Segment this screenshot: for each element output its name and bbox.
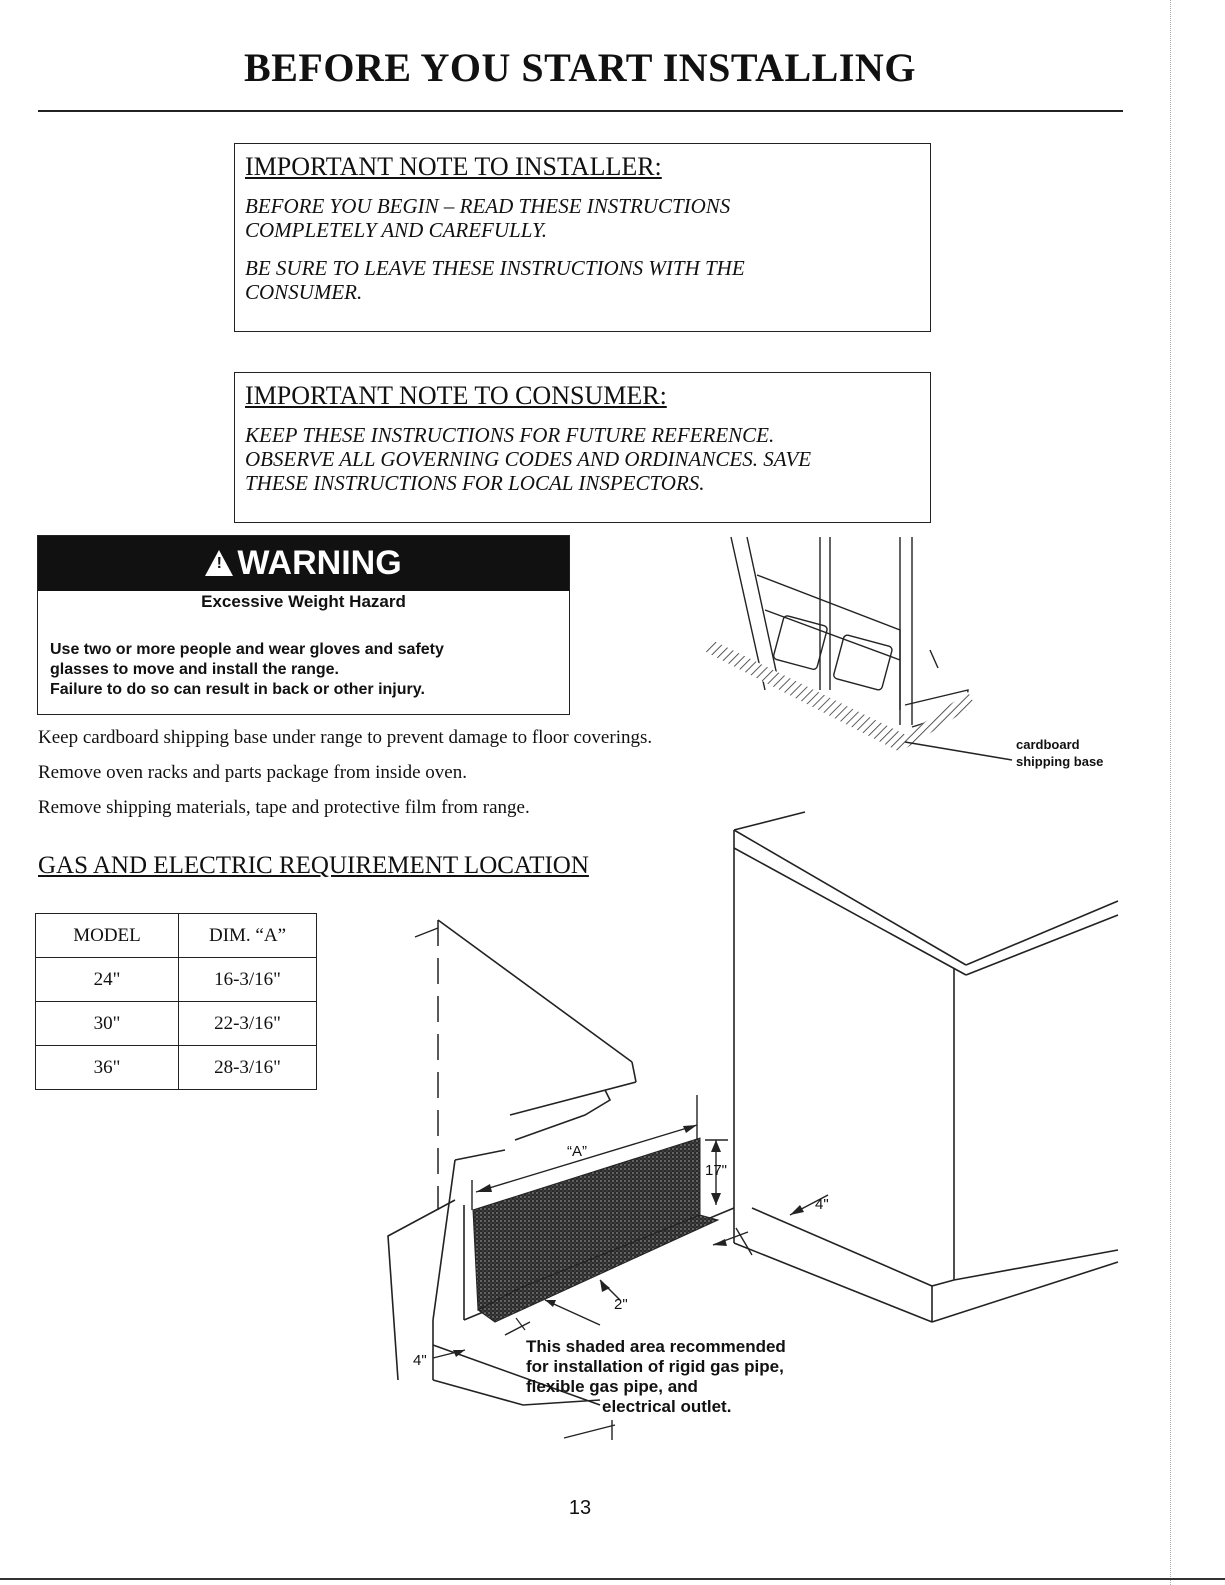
cardboard-base-hatching — [706, 640, 975, 752]
dimension-table: MODEL DIM. “A” 24" 16-3/16" 30" 22-3/16"… — [35, 913, 317, 1090]
installer-note-line: BE SURE TO LEAVE THESE INSTRUCTIONS WITH… — [245, 256, 745, 280]
consumer-note-line: OBSERVE ALL GOVERNING CODES AND ORDINANC… — [245, 447, 812, 471]
warning-label: WARNING — [237, 544, 402, 582]
shaded-caption-line: electrical outlet. — [602, 1397, 732, 1416]
warning-banner: !WARNING — [38, 536, 569, 591]
table-row: 30" 22-3/16" — [35, 1001, 317, 1046]
installer-note-line: COMPLETELY AND CAREFULLY. — [245, 218, 547, 242]
shaded-caption-line: for installation of rigid gas pipe, — [526, 1357, 784, 1376]
range-shipping-base-sketch — [730, 536, 969, 728]
table-cell: 16-3/16" — [178, 957, 317, 1002]
cardboard-caption: cardboard shipping base — [1016, 736, 1103, 770]
consumer-note-line: KEEP THESE INSTRUCTIONS FOR FUTURE REFER… — [245, 423, 775, 447]
consumer-note-heading: IMPORTANT NOTE TO CONSUMER: — [245, 381, 667, 410]
table-header-row: MODEL DIM. “A” — [35, 913, 317, 958]
warning-triangle-icon: ! — [205, 550, 234, 576]
dimension-4-left-label: 4" — [413, 1352, 427, 1369]
cardboard-leader-line — [904, 741, 1013, 761]
warning-subtitle: Excessive Weight Hazard — [201, 592, 406, 611]
installer-note-paragraph-2: BE SURE TO LEAVE THESE INSTRUCTIONS WITH… — [245, 256, 920, 304]
dimension-17-label: 17" — [705, 1162, 728, 1179]
consumer-note-box: IMPORTANT NOTE TO CONSUMER: KEEP THESE I… — [234, 372, 931, 523]
instruction-line: Keep cardboard shipping base under range… — [38, 727, 653, 748]
installer-note-paragraph-1: BEFORE YOU BEGIN – READ THESE INSTRUCTIO… — [245, 194, 920, 242]
installer-note-line: CONSUMER. — [245, 280, 363, 304]
page-title: BEFORE YOU START INSTALLING — [244, 45, 916, 90]
table-header-cell: DIM. “A” — [178, 913, 317, 958]
warning-line: Failure to do so can result in back or o… — [50, 681, 425, 698]
shaded-caption-line: This shaded area recommended — [526, 1337, 786, 1356]
page-edge-right — [1170, 0, 1171, 1585]
page-number: 13 — [568, 1497, 592, 1519]
warning-line: glasses to move and install the range. — [50, 661, 339, 678]
table-cell: 24" — [35, 957, 179, 1002]
installer-note-line: BEFORE YOU BEGIN – READ THESE INSTRUCTIO… — [245, 194, 731, 218]
shaded-installation-area — [472, 1137, 701, 1311]
warning-box: !WARNING Excessive Weight Hazard Use two… — [37, 535, 570, 715]
section-heading: GAS AND ELECTRIC REQUIREMENT LOCATION — [38, 852, 589, 879]
shaded-area-caption: This shaded area recommended for install… — [526, 1337, 786, 1417]
installer-note-heading: IMPORTANT NOTE TO INSTALLER: — [245, 152, 662, 181]
title-rule — [38, 110, 1123, 112]
instruction-line: Remove shipping materials, tape and prot… — [38, 797, 530, 818]
table-cell: 22-3/16" — [178, 1001, 317, 1046]
dimension-2-label: 2" — [614, 1296, 628, 1313]
shaded-caption-line: flexible gas pipe, and — [526, 1377, 698, 1396]
table-row: 36" 28-3/16" — [35, 1045, 317, 1090]
warning-text: Use two or more people and wear gloves a… — [50, 640, 565, 700]
cardboard-caption-line: cardboard — [1016, 737, 1080, 752]
table-cell: 28-3/16" — [178, 1045, 317, 1090]
instruction-line: Remove oven racks and parts package from… — [38, 762, 467, 783]
consumer-note-line: THESE INSTRUCTIONS FOR LOCAL INSPECTORS. — [245, 471, 705, 495]
table-row: 24" 16-3/16" — [35, 957, 317, 1002]
table-header-cell: MODEL — [35, 913, 179, 958]
table-cell: 30" — [35, 1001, 179, 1046]
cabinet-opening-sketch — [387, 811, 1119, 1406]
table-cell: 36" — [35, 1045, 179, 1090]
warning-line: Use two or more people and wear gloves a… — [50, 641, 444, 658]
installer-note-box: IMPORTANT NOTE TO INSTALLER: BEFORE YOU … — [234, 143, 931, 332]
dimension-4-right-label: 4" — [815, 1196, 829, 1213]
dimension-a-label: “A” — [567, 1143, 587, 1160]
cardboard-caption-line: shipping base — [1016, 754, 1104, 769]
page-edge-bottom — [0, 1578, 1225, 1580]
